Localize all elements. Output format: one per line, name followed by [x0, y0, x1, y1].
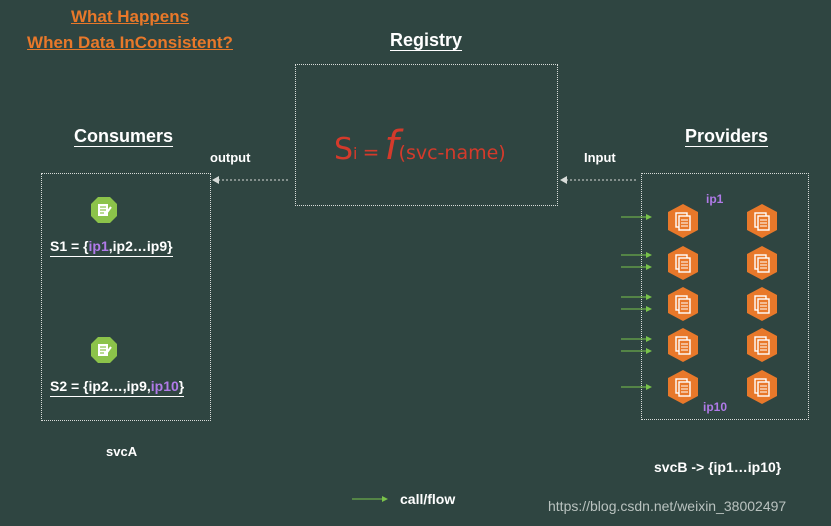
provider-server-icon: [747, 246, 777, 280]
registry-box: Si = f(svc-name): [295, 64, 558, 206]
consumers-title: Consumers: [74, 126, 174, 146]
input-label: Input: [584, 150, 616, 165]
s2-prefix: S2 = {ip2…,ip9,: [50, 378, 151, 394]
registry-formula: Si = f(svc-name): [334, 123, 506, 169]
s2-highlight-ip: ip10: [150, 378, 179, 394]
formula-f: f: [384, 123, 399, 169]
providers-title: Providers: [685, 126, 769, 146]
consumers-box: [41, 173, 211, 421]
s2-suffix: }: [178, 378, 185, 394]
legend-arrow: [352, 496, 388, 502]
output-arrow: [212, 176, 288, 184]
input-arrow: [560, 176, 636, 184]
watermark: https://blog.csdn.net/weixin_38002497: [548, 498, 787, 514]
heading-line-2: When Data InConsistent?: [27, 33, 233, 52]
consumer-app-icon: [91, 337, 117, 363]
formula-eq: =: [362, 140, 380, 164]
provider-server-icon: [747, 204, 777, 238]
legend-label: call/flow: [400, 491, 456, 507]
formula-s: S: [334, 132, 354, 167]
consumer-s2-set: S2 = {ip2…,ip9,ip10}: [50, 378, 185, 397]
consumer-app-icon: [91, 197, 117, 223]
output-label: output: [210, 150, 251, 165]
call-flow-arrow: [621, 264, 652, 270]
provider-server-icon: [747, 370, 777, 404]
provider-server-icon: [668, 287, 698, 321]
provider-server-icon: [668, 328, 698, 362]
call-flow-arrow: [621, 336, 652, 342]
provider-server-icon: [668, 370, 698, 404]
consumer-service-label: svcA: [106, 444, 138, 459]
provider-server-icon: [668, 204, 698, 238]
heading-line-1: What Happens: [70, 7, 190, 26]
formula-arg: (svc-name): [398, 142, 506, 164]
s1-suffix: ,ip2…ip9}: [108, 238, 173, 254]
provider-server-icon: [747, 328, 777, 362]
call-flow-arrow: [621, 252, 652, 258]
call-flow-arrow: [621, 214, 652, 220]
registry-title: Registry: [390, 30, 463, 50]
ip10-label: ip10: [703, 400, 728, 414]
call-flow-arrow: [621, 348, 652, 354]
call-flow-arrow: [621, 306, 652, 312]
formula-sub: i: [353, 144, 358, 163]
provider-server-icon: [747, 287, 777, 321]
provider-server-icon: [668, 246, 698, 280]
provider-service-label: svcB -> {ip1…ip10}: [654, 459, 782, 475]
call-flow-arrow: [621, 294, 652, 300]
s1-prefix: S1 = {: [50, 238, 89, 254]
s1-highlight-ip: ip1: [88, 238, 109, 254]
ip1-label: ip1: [706, 192, 724, 206]
call-flow-arrow: [621, 384, 652, 390]
consumer-s1-set: S1 = {ip1,ip2…ip9}: [50, 238, 173, 257]
